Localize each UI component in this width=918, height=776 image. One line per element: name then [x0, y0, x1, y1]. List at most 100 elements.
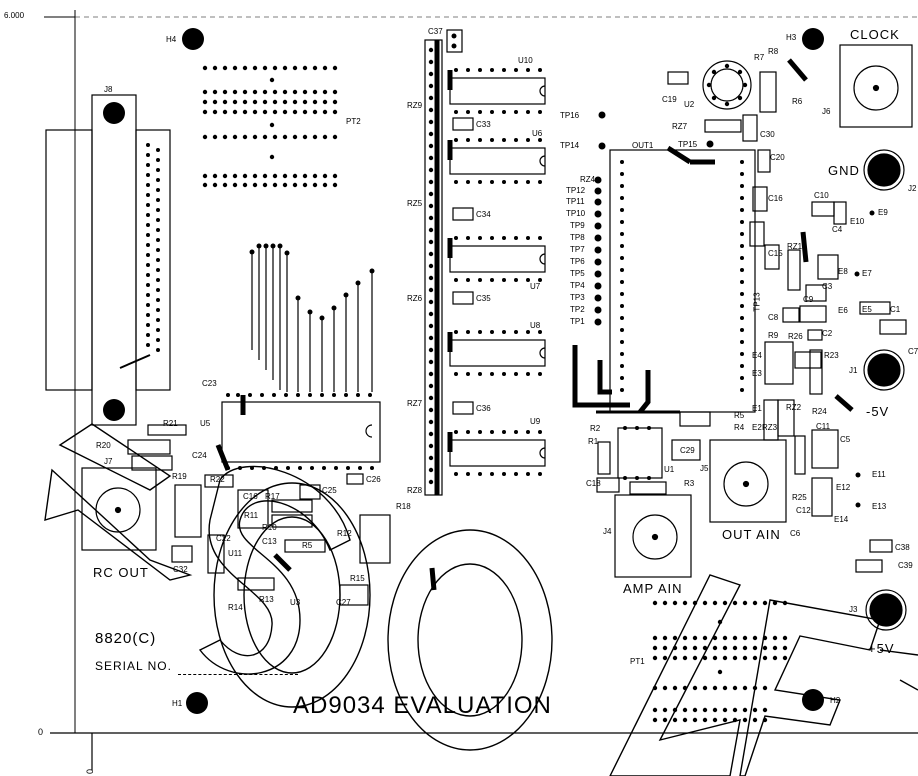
refdes-r3: R3 — [684, 479, 695, 488]
ic-stack — [447, 68, 546, 476]
chip-u5 — [215, 393, 381, 471]
refdes-u10: U10 — [518, 56, 533, 65]
connector-j4-amp-ain — [614, 494, 692, 578]
dimension-origin-y: 0 — [38, 727, 44, 737]
refdes-tp14: TP14 — [560, 141, 580, 150]
refdes-c13: C13 — [262, 537, 277, 546]
refdes-tp4: TP4 — [570, 281, 585, 290]
refdes-j8: J8 — [104, 85, 113, 94]
refdes-r17: R17 — [265, 492, 280, 501]
refdes-tp11: TP11 — [566, 197, 585, 206]
refdes-r1: R1 — [588, 437, 599, 446]
refdes-r8: R8 — [768, 47, 779, 56]
refdes-rz7-top: RZ7 — [672, 122, 688, 131]
refdes-c33: C33 — [476, 120, 491, 129]
refdes-j6: J6 — [822, 107, 831, 116]
refdes-e14: E14 — [834, 515, 849, 524]
refdes-c36: C36 — [476, 404, 491, 413]
refdes-h3: H3 — [786, 33, 797, 42]
refdes-tp8: TP8 — [570, 233, 585, 242]
mounting-holes — [103, 28, 824, 714]
refdes-e9: E9 — [878, 208, 888, 217]
round-jacks — [863, 149, 907, 631]
refdes-r7: R7 — [754, 53, 765, 62]
chip-u10 — [447, 70, 546, 105]
refdes-r26: R26 — [788, 332, 803, 341]
refdes-e10: E10 — [850, 217, 865, 226]
refdes-tp5: TP5 — [570, 269, 585, 278]
refdes-u2: U2 — [684, 100, 695, 109]
refdes-c39: C39 — [898, 561, 913, 570]
refdes-c19: C19 — [662, 95, 677, 104]
refdes-r25: R25 — [792, 493, 807, 502]
refdes-c27: C27 — [336, 598, 351, 607]
refdes-e1: E1 — [752, 404, 762, 413]
refdes-pt1: PT1 — [630, 657, 645, 666]
connector-label-gnd: GND — [828, 163, 860, 178]
lower-left-components — [127, 424, 437, 606]
refdes-c6: C6 — [790, 529, 801, 538]
jack-j3-pos5v — [865, 589, 907, 631]
mounting-hole-h3 — [802, 28, 824, 50]
refdes-j4: J4 — [603, 527, 612, 536]
refdes-e3: E3 — [752, 369, 762, 378]
refdes-u11: U11 — [228, 549, 243, 558]
refdes-e7: E7 — [862, 269, 872, 278]
refdes-e2: E2 — [752, 423, 762, 432]
refdes-tp6: TP6 — [570, 257, 585, 266]
refdes-r22: R22 — [210, 475, 225, 484]
refdes-r24: R24 — [812, 407, 827, 416]
refdes-e11: E11 — [872, 470, 886, 479]
refdes-tp15: TP15 — [678, 140, 698, 149]
pin-header-pt2 — [202, 65, 338, 188]
refdes-c16-right: C16 — [768, 194, 783, 203]
refdes-c30: C30 — [760, 130, 775, 139]
connector-label-pos5v: +5V — [868, 641, 895, 656]
refdes-tp12: TP12 — [566, 186, 586, 195]
connector-label-amp-ain: AMP AIN — [623, 581, 683, 596]
connector-j6-clock — [839, 44, 913, 128]
refdes-r6: R6 — [792, 97, 803, 106]
refdes-c18: C18 — [586, 479, 601, 488]
refdes-out1: OUT1 — [632, 141, 654, 150]
chip-u9 — [447, 432, 546, 467]
watermark-obsolete — [44, 423, 918, 776]
refdes-e8: E8 — [838, 267, 848, 276]
refdes-r5-right: R5 — [734, 411, 745, 420]
refdes-tp7: TP7 — [570, 245, 585, 254]
refdes-c20: C20 — [770, 153, 785, 162]
refdes-c37: C37 — [428, 27, 443, 36]
refdes-c12: C12 — [796, 506, 811, 515]
refdes-c4: C4 — [832, 225, 843, 234]
refdes-u1: U1 — [664, 465, 675, 474]
refdes-c24: C24 — [192, 451, 207, 460]
board-part-number: 8820(C) — [95, 630, 157, 647]
refdes-j3: J3 — [849, 605, 858, 614]
board-title: AD9034 EVALUATION — [293, 692, 552, 719]
refdes-r11: R11 — [244, 511, 259, 520]
chip-u7 — [447, 238, 546, 273]
refdes-c35: C35 — [476, 294, 491, 303]
mounting-hole-h4 — [182, 28, 204, 50]
chip-u6 — [447, 140, 546, 175]
serial-number-line — [178, 674, 298, 675]
refdes-c32: C32 — [173, 565, 188, 574]
refdes-rz3: RZ3 — [762, 423, 778, 432]
connector-label-clock: CLOCK — [850, 27, 900, 42]
refdes-r9: R9 — [768, 331, 779, 340]
refdes-r23: R23 — [824, 351, 839, 360]
refdes-c9: C9 — [803, 295, 814, 304]
refdes-r21: R21 — [163, 419, 178, 428]
refdes-r12: R12 — [337, 529, 352, 538]
connector-label-out-ain: OUT AIN — [722, 527, 781, 542]
refdes-r19: R19 — [172, 472, 187, 481]
oscillator-u2 — [667, 58, 808, 142]
refdes-r20: R20 — [96, 441, 111, 450]
connector-label-rc-out: RC OUT — [93, 565, 149, 580]
board-serial-label: SERIAL NO. — [95, 659, 172, 673]
db-connector-j8 — [45, 94, 171, 426]
connector-j7-rc-out — [81, 467, 157, 551]
refdes-c11: C11 — [816, 422, 831, 431]
refdes-c25: C25 — [322, 486, 337, 495]
refdes-c5: C5 — [840, 435, 851, 444]
